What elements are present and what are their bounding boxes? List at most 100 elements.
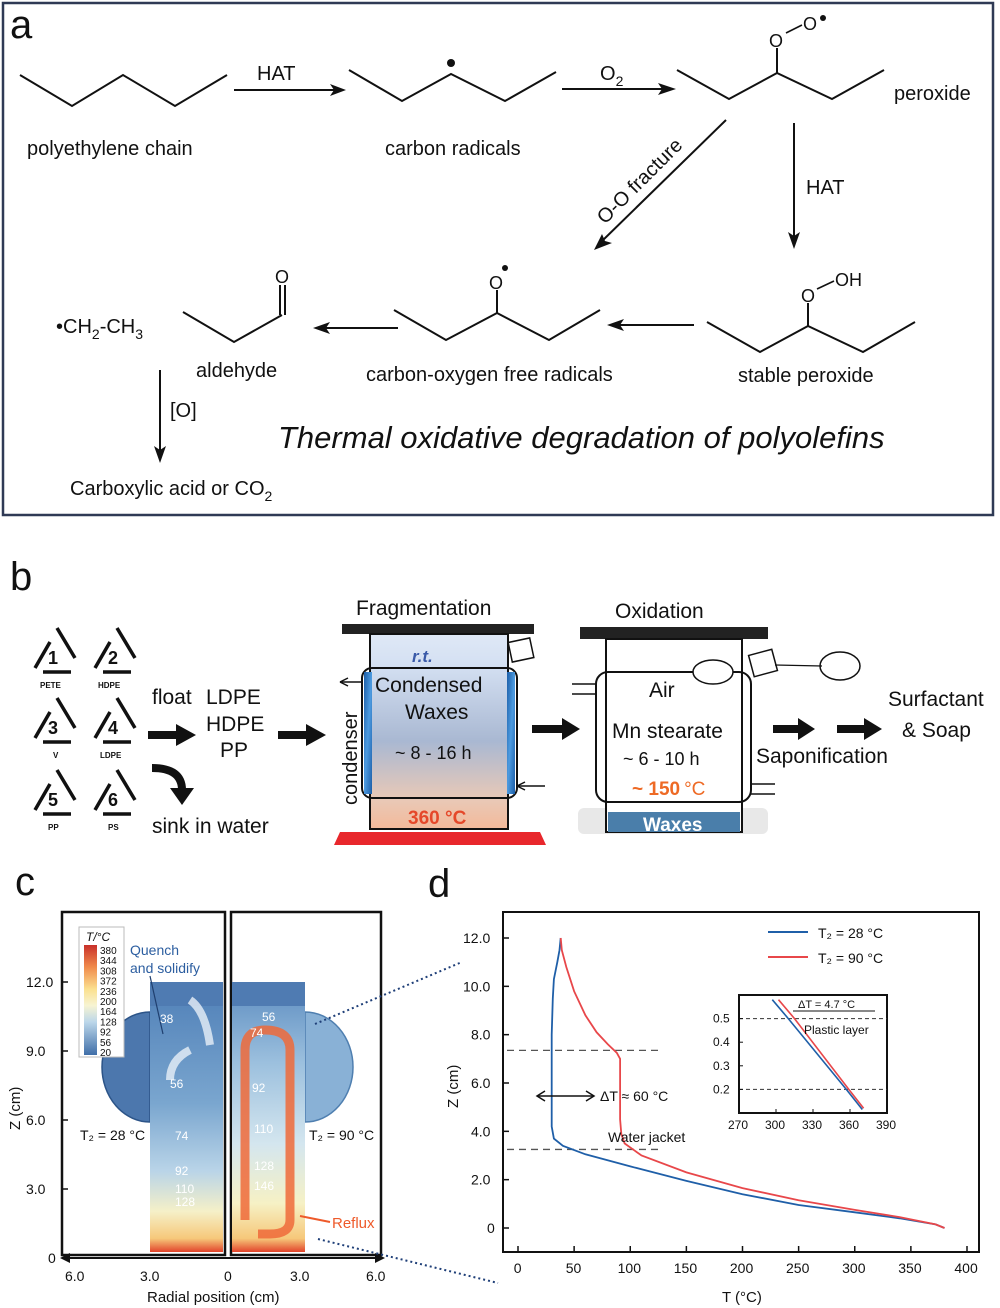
isotherm-label: 110 [175, 1182, 194, 1196]
fragmentation-temp: 360 °C [408, 808, 467, 829]
panel-a-label: a [10, 3, 33, 47]
legend-label-2: T₂ = 90 °C [818, 950, 883, 966]
y-axis-label: Z (cm) [7, 1087, 24, 1130]
x-tick-label: 6.0 [366, 1268, 386, 1284]
inset-series-line-2 [777, 999, 865, 1109]
sink-arrow [151, 764, 186, 791]
series-line-2 [559, 937, 945, 1229]
plot-frame [502, 911, 980, 1253]
carbon-radicals-label: carbon radicals [385, 138, 521, 160]
arrowhead [658, 83, 676, 95]
y-tick-label: 0 [487, 1220, 495, 1236]
delta-t-annotation: ΔT ≈ 60 °C [600, 1088, 668, 1104]
arrowhead [535, 1090, 546, 1102]
x-tick-label: 250 [786, 1260, 810, 1276]
left-condition-label: T₂ = 28 °C [80, 1127, 145, 1143]
arrowhead [176, 724, 196, 746]
condensed-label: Condensed [375, 674, 482, 697]
legend-label-1: T₂ = 28 °C [818, 925, 883, 941]
aldehyde-label: aldehyde [196, 360, 277, 382]
x-axis-label: Radial position (cm) [147, 1289, 280, 1306]
panel-a-frame [1, 1, 995, 517]
catalyst-label: Mn stearate [612, 720, 723, 743]
x-tick-label: 3.0 [140, 1268, 160, 1284]
oxygen-atom: O [489, 273, 503, 293]
isotherm-label: 128 [175, 1195, 195, 1209]
oxygen-atom: O [275, 267, 289, 287]
oxygen-atom: O [769, 31, 783, 51]
inset-y-tick-label: 0.4 [713, 1035, 730, 1049]
fragmentation-title: Fragmentation [356, 597, 491, 620]
recycle-name: HDPE [98, 681, 121, 690]
inset-y-tick-label: 0.3 [713, 1059, 730, 1073]
air-label: Air [649, 679, 675, 702]
plot-frame-left [60, 910, 227, 1257]
transfer-arrow [532, 725, 564, 733]
y-tick-label: 12.0 [463, 930, 490, 946]
colorbar-tick-label: 236 [100, 987, 117, 998]
radical-dot [447, 59, 455, 67]
hat-label-1: HAT [257, 63, 296, 85]
product-label-2: & Soap [902, 719, 971, 742]
x-tick-label: 6.0 [65, 1268, 85, 1284]
colorbar-tick-label: 372 [100, 977, 117, 988]
recycle-number: 1 [48, 648, 58, 668]
inset-plastic-layer: Plastic layer [804, 1023, 869, 1037]
colorbar-title: T/°C [86, 930, 110, 944]
heater-plate [334, 832, 546, 845]
stable-peroxide-label: stable peroxide [738, 365, 874, 387]
colorbar-tick-label: 128 [100, 1017, 117, 1028]
oxidation-temp: ~ 150°C [632, 779, 705, 800]
legend: T₂ = 28 °C T₂ = 90 °C [768, 925, 883, 966]
y-tick-label: 6.0 [26, 1112, 46, 1128]
y-tick-label: 4.0 [471, 1123, 491, 1139]
float-label: float [152, 686, 192, 709]
solidified-layer-left [150, 982, 223, 1006]
inset-x-tick-label: 330 [802, 1118, 822, 1132]
recycle-name: PS [108, 823, 119, 832]
x-tick-label: 0 [224, 1268, 232, 1284]
arrowhead [607, 319, 624, 331]
colorbar-tick-label: 164 [100, 1007, 117, 1018]
x-tick-label: 350 [898, 1260, 922, 1276]
y-tick-label: 3.0 [26, 1181, 46, 1197]
hat-label-2: HAT [806, 177, 845, 199]
arrowhead [562, 718, 580, 740]
y-tick-label: 10.0 [463, 978, 490, 994]
inset-y-tick-label: 0.5 [713, 1012, 730, 1026]
hydroxyl-group: OH [835, 270, 862, 290]
arrowhead [170, 788, 194, 805]
air-bubble-icon [692, 659, 734, 685]
reflux-loop [240, 1025, 295, 1239]
inset-x-tick-label: 360 [839, 1118, 859, 1132]
radical-dot [820, 15, 826, 21]
convection-arrow [166, 1046, 192, 1081]
wax-layer [608, 812, 740, 832]
x-tick-label: 400 [954, 1260, 978, 1276]
plot-frame-right [229, 910, 383, 1257]
panel-b: b 1 PETE 2 HDPE 3 V 4 LDPE 5 PP [10, 555, 984, 845]
arrowhead [375, 1253, 385, 1263]
saponification-label: Saponification [756, 745, 888, 768]
isotherm-label: 128 [254, 1159, 274, 1173]
panel-d-label: d [428, 862, 450, 906]
oo-fracture-arrow [599, 119, 727, 244]
arrowhead [330, 84, 346, 96]
inset-frame [738, 994, 888, 1114]
inset-x-tick-label: 300 [765, 1118, 785, 1132]
floating-plastic-1: LDPE [206, 686, 261, 709]
y-tick-label: 0 [48, 1250, 56, 1266]
panel-c-label: c [15, 860, 35, 904]
condenser-jacket [361, 667, 518, 799]
y-axis-label: Z (cm) [445, 1065, 462, 1108]
y-tick-label: 2.0 [471, 1172, 491, 1188]
x-tick-label: 100 [618, 1260, 642, 1276]
reflux-pointer [299, 1215, 331, 1223]
x-tick-label: 150 [674, 1260, 698, 1276]
recycle-name: LDPE [100, 751, 122, 760]
